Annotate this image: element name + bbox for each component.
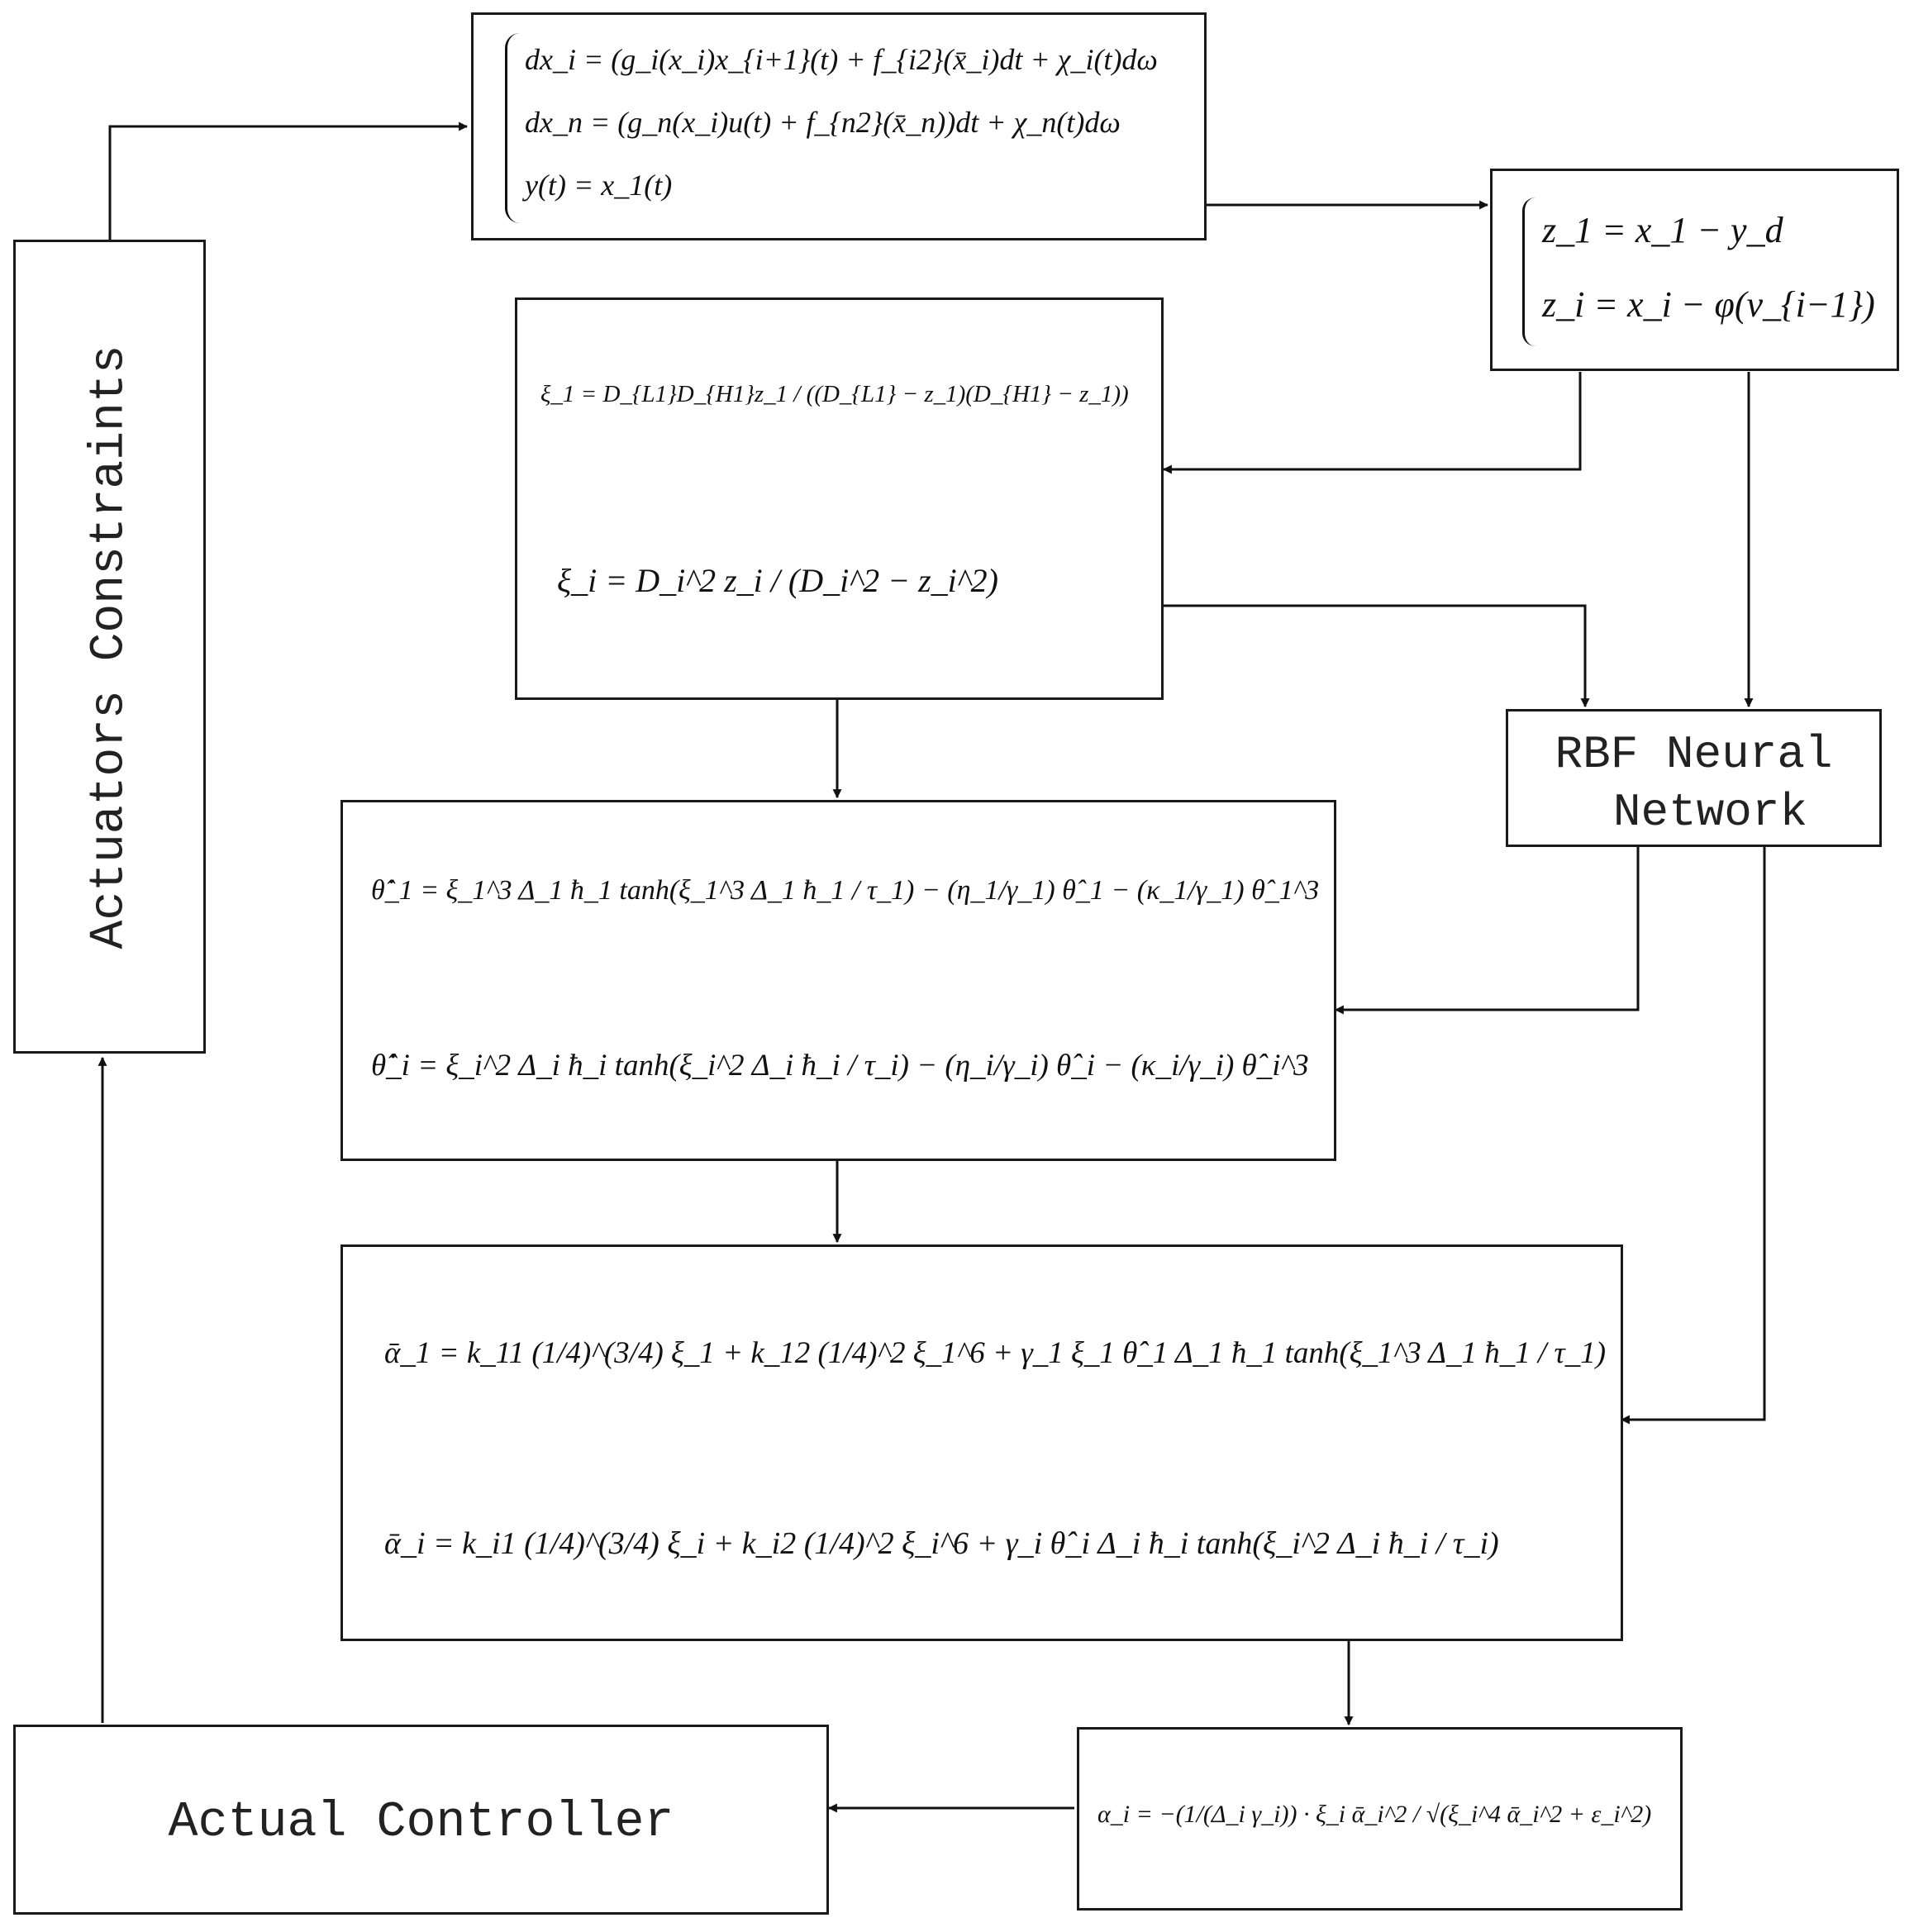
actuators-constraints-label: Actuators Constraints bbox=[83, 345, 136, 949]
arrow-rbf-to-virtual bbox=[1620, 846, 1766, 1425]
error-variables-block: z_1 = x_1 − y_d z_i = x_i − φ(v_{i−1}) bbox=[1490, 169, 1899, 371]
rbf-network-block: RBF Neural Network bbox=[1506, 709, 1882, 847]
arrow-actuators-to-system bbox=[108, 121, 469, 240]
virtual-eq-alpha1: ᾱ_1 = k_11 (1/4)^(3/4) ξ_1 + k_12 (1/4)^… bbox=[384, 1336, 1607, 1370]
transform-eq-xii: ξ_i = D_i^2 z_i / (D_i^2 − z_i^2) bbox=[557, 562, 998, 599]
virtual-control-block: ᾱ_1 = k_11 (1/4)^(3/4) ξ_1 + k_12 (1/4)^… bbox=[340, 1244, 1623, 1641]
arrow-transform-to-rbf bbox=[1162, 604, 1590, 708]
error-eq-z1: z_1 = x_1 − y_d bbox=[1542, 210, 1783, 250]
system-eq-dxi: dx_i = (g_i(x_i)x_{i+1}(t) + f_{i2}(x̄_i… bbox=[525, 43, 1158, 76]
alpha-i-eq: α_i = −(1/(Δ_i γ_i)) · ξ_i ᾱ_i^2 / √(ξ_i… bbox=[1097, 1801, 1652, 1828]
actual-controller-label: Actual Controller bbox=[168, 1795, 674, 1851]
system-brace-icon bbox=[505, 33, 521, 223]
errors-brace-icon bbox=[1522, 197, 1536, 346]
rbf-label-line2: Network bbox=[1612, 786, 1808, 839]
actuators-constraints-block: Actuators Constraints bbox=[13, 240, 206, 1054]
transform-eq-xi1: ξ_1 = D_{L1}D_{H1}z_1 / ((D_{L1} − z_1)(… bbox=[540, 381, 1129, 407]
rbf-label-line1: RBF Neural bbox=[1555, 728, 1833, 781]
system-dynamics-block: dx_i = (g_i(x_i)x_{i+1}(t) + f_{i2}(x̄_i… bbox=[471, 12, 1207, 240]
arrow-errors-to-transform bbox=[1162, 372, 1582, 474]
alpha-i-block: α_i = −(1/(Δ_i γ_i)) · ξ_i ᾱ_i^2 / √(ξ_i… bbox=[1077, 1727, 1683, 1911]
transformation-block: ξ_1 = D_{L1}D_{H1}z_1 / ((D_{L1} − z_1)(… bbox=[515, 297, 1164, 700]
system-eq-dxn: dx_n = (g_n(x_i)u(t) + f_{n2}(x̄_n))dt +… bbox=[525, 106, 1121, 139]
virtual-eq-alphai: ᾱ_i = k_i1 (1/4)^(3/4) ξ_i + k_i2 (1/4)^… bbox=[384, 1526, 1499, 1561]
error-eq-zi: z_i = x_i − φ(v_{i−1}) bbox=[1542, 284, 1875, 325]
adaptive-law-block: θ̂̇_1 = ξ_1^3 Δ_1 ħ_1 tanh(ξ_1^3 Δ_1 ħ_1… bbox=[340, 800, 1336, 1161]
adaptive-eq-theta1: θ̂̇_1 = ξ_1^3 Δ_1 ħ_1 tanh(ξ_1^3 Δ_1 ħ_1… bbox=[371, 875, 1320, 906]
arrow-rbf-to-adaptive bbox=[1334, 846, 1640, 1015]
actual-controller-block: Actual Controller bbox=[13, 1725, 829, 1915]
system-eq-output: y(t) = x_1(t) bbox=[525, 169, 673, 202]
adaptive-eq-thetai: θ̂̇_i = ξ_i^2 Δ_i ħ_i tanh(ξ_i^2 Δ_i ħ_i… bbox=[371, 1049, 1309, 1083]
